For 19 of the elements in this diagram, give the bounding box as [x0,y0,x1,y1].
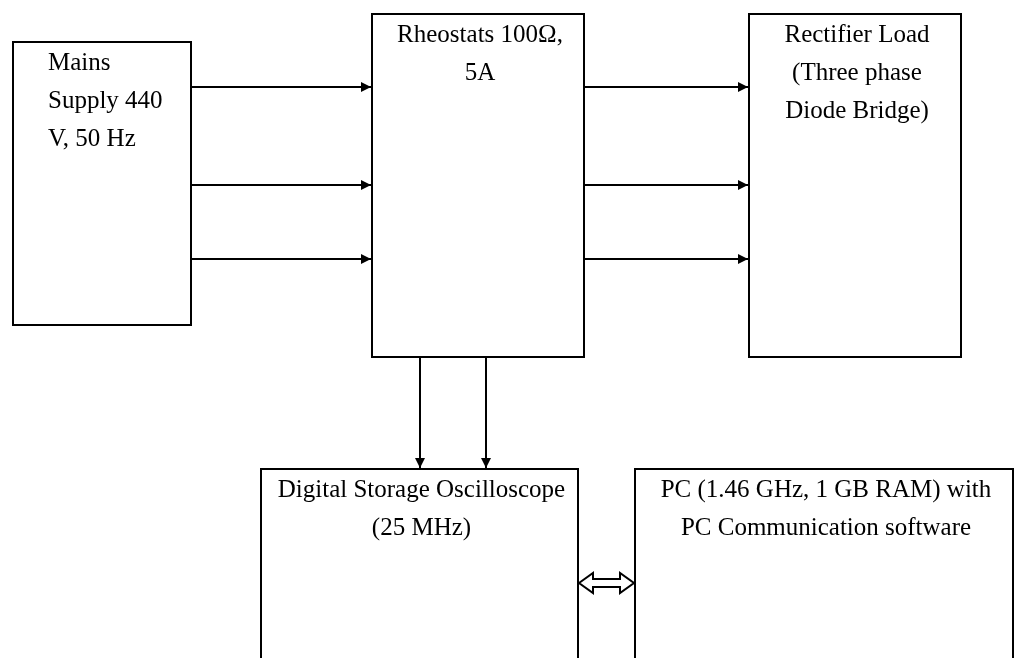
arrow [584,180,749,190]
block-box [260,468,579,658]
arrow [584,254,749,264]
block-label: PC (1.46 GHz, 1 GB RAM) with PC Communication software [659,474,993,542]
arrow [415,357,425,469]
block-box [634,468,1014,658]
double-arrow [577,571,636,595]
block-box [748,13,962,358]
arrow [191,254,372,264]
block-label: Digital Storage Oscilloscope (25 MHz) [276,474,567,542]
arrow [191,180,372,190]
block-label: Rectifier Load (Three phase Diode Bridge) [783,19,931,126]
arrow [191,82,372,92]
block-label: Mains Supply 440 V, 50 Hz [48,47,164,153]
block-box [12,41,192,326]
arrow [584,82,749,92]
block-box [371,13,585,358]
arrow [481,357,491,469]
block-label: Rheostats 100Ω, 5A [396,19,564,87]
